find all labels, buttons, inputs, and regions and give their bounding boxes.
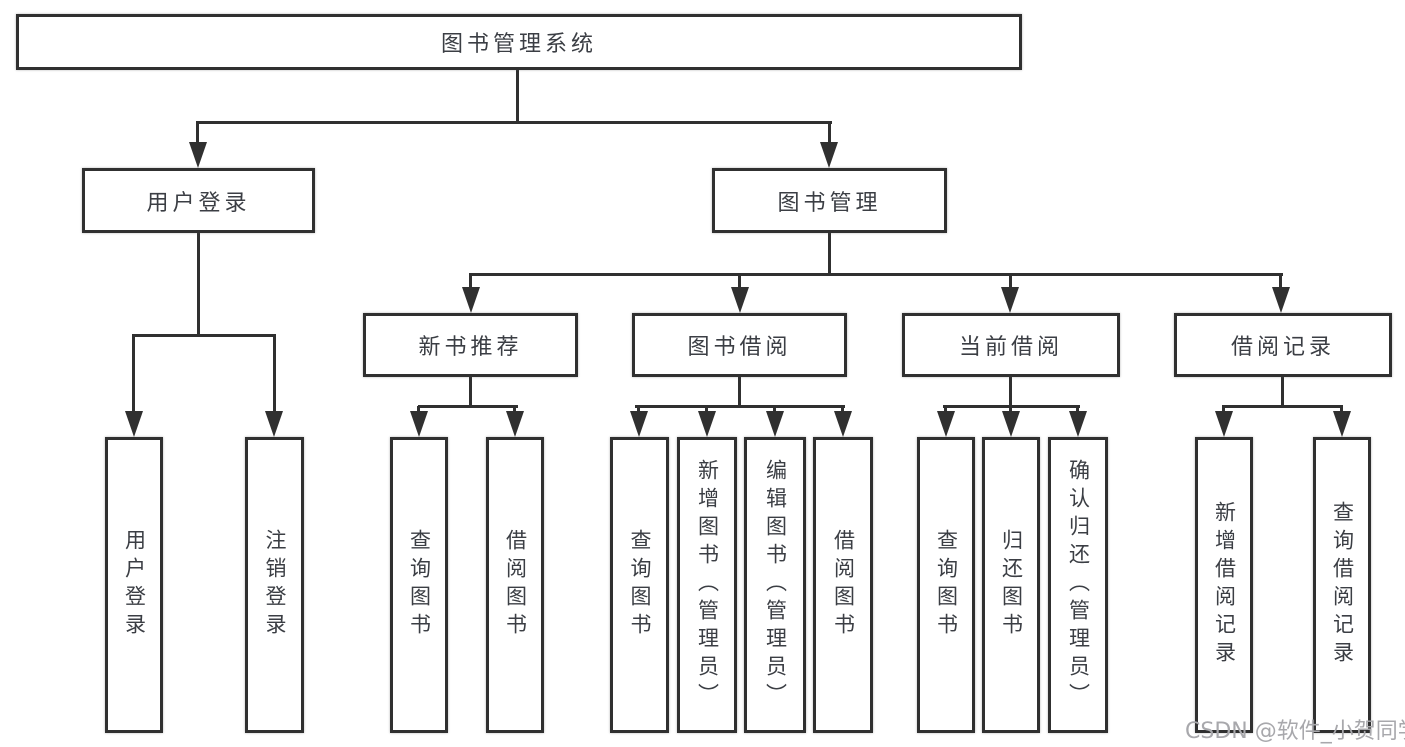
leaf-label: 借阅图书 <box>503 529 528 641</box>
node-book-management: 图书管理 <box>712 168 947 233</box>
connector-line <box>132 334 135 414</box>
arrow-down-icon <box>1215 411 1233 437</box>
arrow-down-icon <box>125 411 143 437</box>
connector-line <box>1279 274 1282 289</box>
node-borrow-books-recommend: 借阅图书 <box>486 437 544 733</box>
node-edit-book-admin: 编辑图书（管理员） <box>744 437 806 733</box>
connector-line <box>132 334 276 337</box>
arrow-down-icon <box>1333 411 1351 437</box>
arrow-down-icon <box>462 287 480 313</box>
connector-line <box>705 406 708 415</box>
node-new-book-recommendation-label: 新书推荐 <box>418 335 523 360</box>
node-root-label: 图书管理系统 <box>440 32 597 57</box>
arrow-down-icon <box>937 411 955 437</box>
node-user-login-action: 用户登录 <box>105 437 163 733</box>
connector-line <box>469 376 472 407</box>
arrow-down-icon <box>1002 411 1020 437</box>
connector-line <box>417 406 420 415</box>
arrow-down-icon <box>630 411 648 437</box>
connector-line <box>773 406 776 415</box>
connector-line <box>516 67 519 123</box>
connector-line <box>273 334 276 414</box>
arrow-down-icon <box>410 411 428 437</box>
node-borrowing-records-label: 借阅记录 <box>1230 335 1335 360</box>
node-borrowing-records: 借阅记录 <box>1174 313 1392 377</box>
node-query-borrow-record: 查询借阅记录 <box>1313 437 1371 733</box>
connector-line <box>1281 376 1284 407</box>
leaf-label: 借阅图书 <box>831 529 856 641</box>
arrow-down-icon <box>820 142 838 168</box>
leaf-label: 编辑图书（管理员） <box>763 459 788 711</box>
node-return-book: 归还图书 <box>982 437 1040 733</box>
leaf-label: 查询图书 <box>407 529 432 641</box>
node-current-borrowing: 当前借阅 <box>902 313 1120 377</box>
node-query-books-borrow: 查询图书 <box>610 437 669 733</box>
node-confirm-return-admin: 确认归还（管理员） <box>1048 437 1108 733</box>
connector-line <box>469 273 1283 276</box>
leaf-label: 确认归还（管理员） <box>1066 459 1091 711</box>
node-logout: 注销登录 <box>245 437 304 733</box>
node-query-books-current: 查询图书 <box>917 437 975 733</box>
arrow-down-icon <box>265 411 283 437</box>
connector-line <box>828 231 831 276</box>
arrow-down-icon <box>698 411 716 437</box>
connector-line <box>944 406 947 415</box>
connector-line <box>418 405 518 408</box>
csdn-watermark: CSDN @软件_小贺同学 <box>1185 719 1405 744</box>
node-root: 图书管理系统 <box>16 14 1022 70</box>
connector-line <box>1222 405 1343 408</box>
arrow-down-icon <box>189 142 207 168</box>
connector-line <box>1009 376 1012 407</box>
node-book-borrowing: 图书借阅 <box>632 313 847 377</box>
node-new-book-recommendation: 新书推荐 <box>363 313 578 377</box>
connector-line <box>738 274 741 289</box>
connector-line <box>1076 406 1079 415</box>
node-current-borrowing-label: 当前借阅 <box>958 335 1063 360</box>
node-add-borrow-record: 新增借阅记录 <box>1195 437 1253 733</box>
leaf-label: 新增图书（管理员） <box>695 459 720 711</box>
node-borrow-books: 借阅图书 <box>813 437 873 733</box>
node-user-login: 用户登录 <box>82 168 315 233</box>
connector-line <box>637 406 640 415</box>
leaf-label: 用户登录 <box>122 529 147 641</box>
arrow-down-icon <box>1001 287 1019 313</box>
connector-line <box>197 231 200 337</box>
leaf-label: 新增借阅记录 <box>1212 501 1237 669</box>
leaf-label: 注销登录 <box>263 529 287 641</box>
arrow-down-icon <box>506 411 524 437</box>
node-book-borrowing-label: 图书借阅 <box>687 335 792 360</box>
node-user-login-label: 用户登录 <box>146 190 251 216</box>
connector-line <box>469 274 472 289</box>
connector-line <box>1009 406 1012 415</box>
connector-line <box>1222 406 1225 415</box>
leaf-label: 查询借阅记录 <box>1330 501 1355 669</box>
arrow-down-icon <box>766 411 784 437</box>
connector-line <box>841 406 844 415</box>
connector-line <box>635 405 845 408</box>
leaf-label: 查询图书 <box>934 529 959 641</box>
arrow-down-icon <box>1069 411 1087 437</box>
connector-line <box>1009 274 1012 289</box>
node-book-management-label: 图书管理 <box>777 190 882 216</box>
node-query-books-recommend: 查询图书 <box>390 437 448 733</box>
connector-line <box>828 121 831 145</box>
arrow-down-icon <box>834 411 852 437</box>
arrow-down-icon <box>1272 287 1290 313</box>
connector-line <box>513 406 516 415</box>
connector-line <box>738 376 741 407</box>
connector-line <box>196 121 832 124</box>
leaf-label: 查询图书 <box>628 529 652 641</box>
arrow-down-icon <box>731 287 749 313</box>
leaf-label: 归还图书 <box>999 529 1024 641</box>
node-add-book-admin: 新增图书（管理员） <box>677 437 737 733</box>
connector-line <box>196 121 199 145</box>
connector-line <box>1340 406 1343 415</box>
